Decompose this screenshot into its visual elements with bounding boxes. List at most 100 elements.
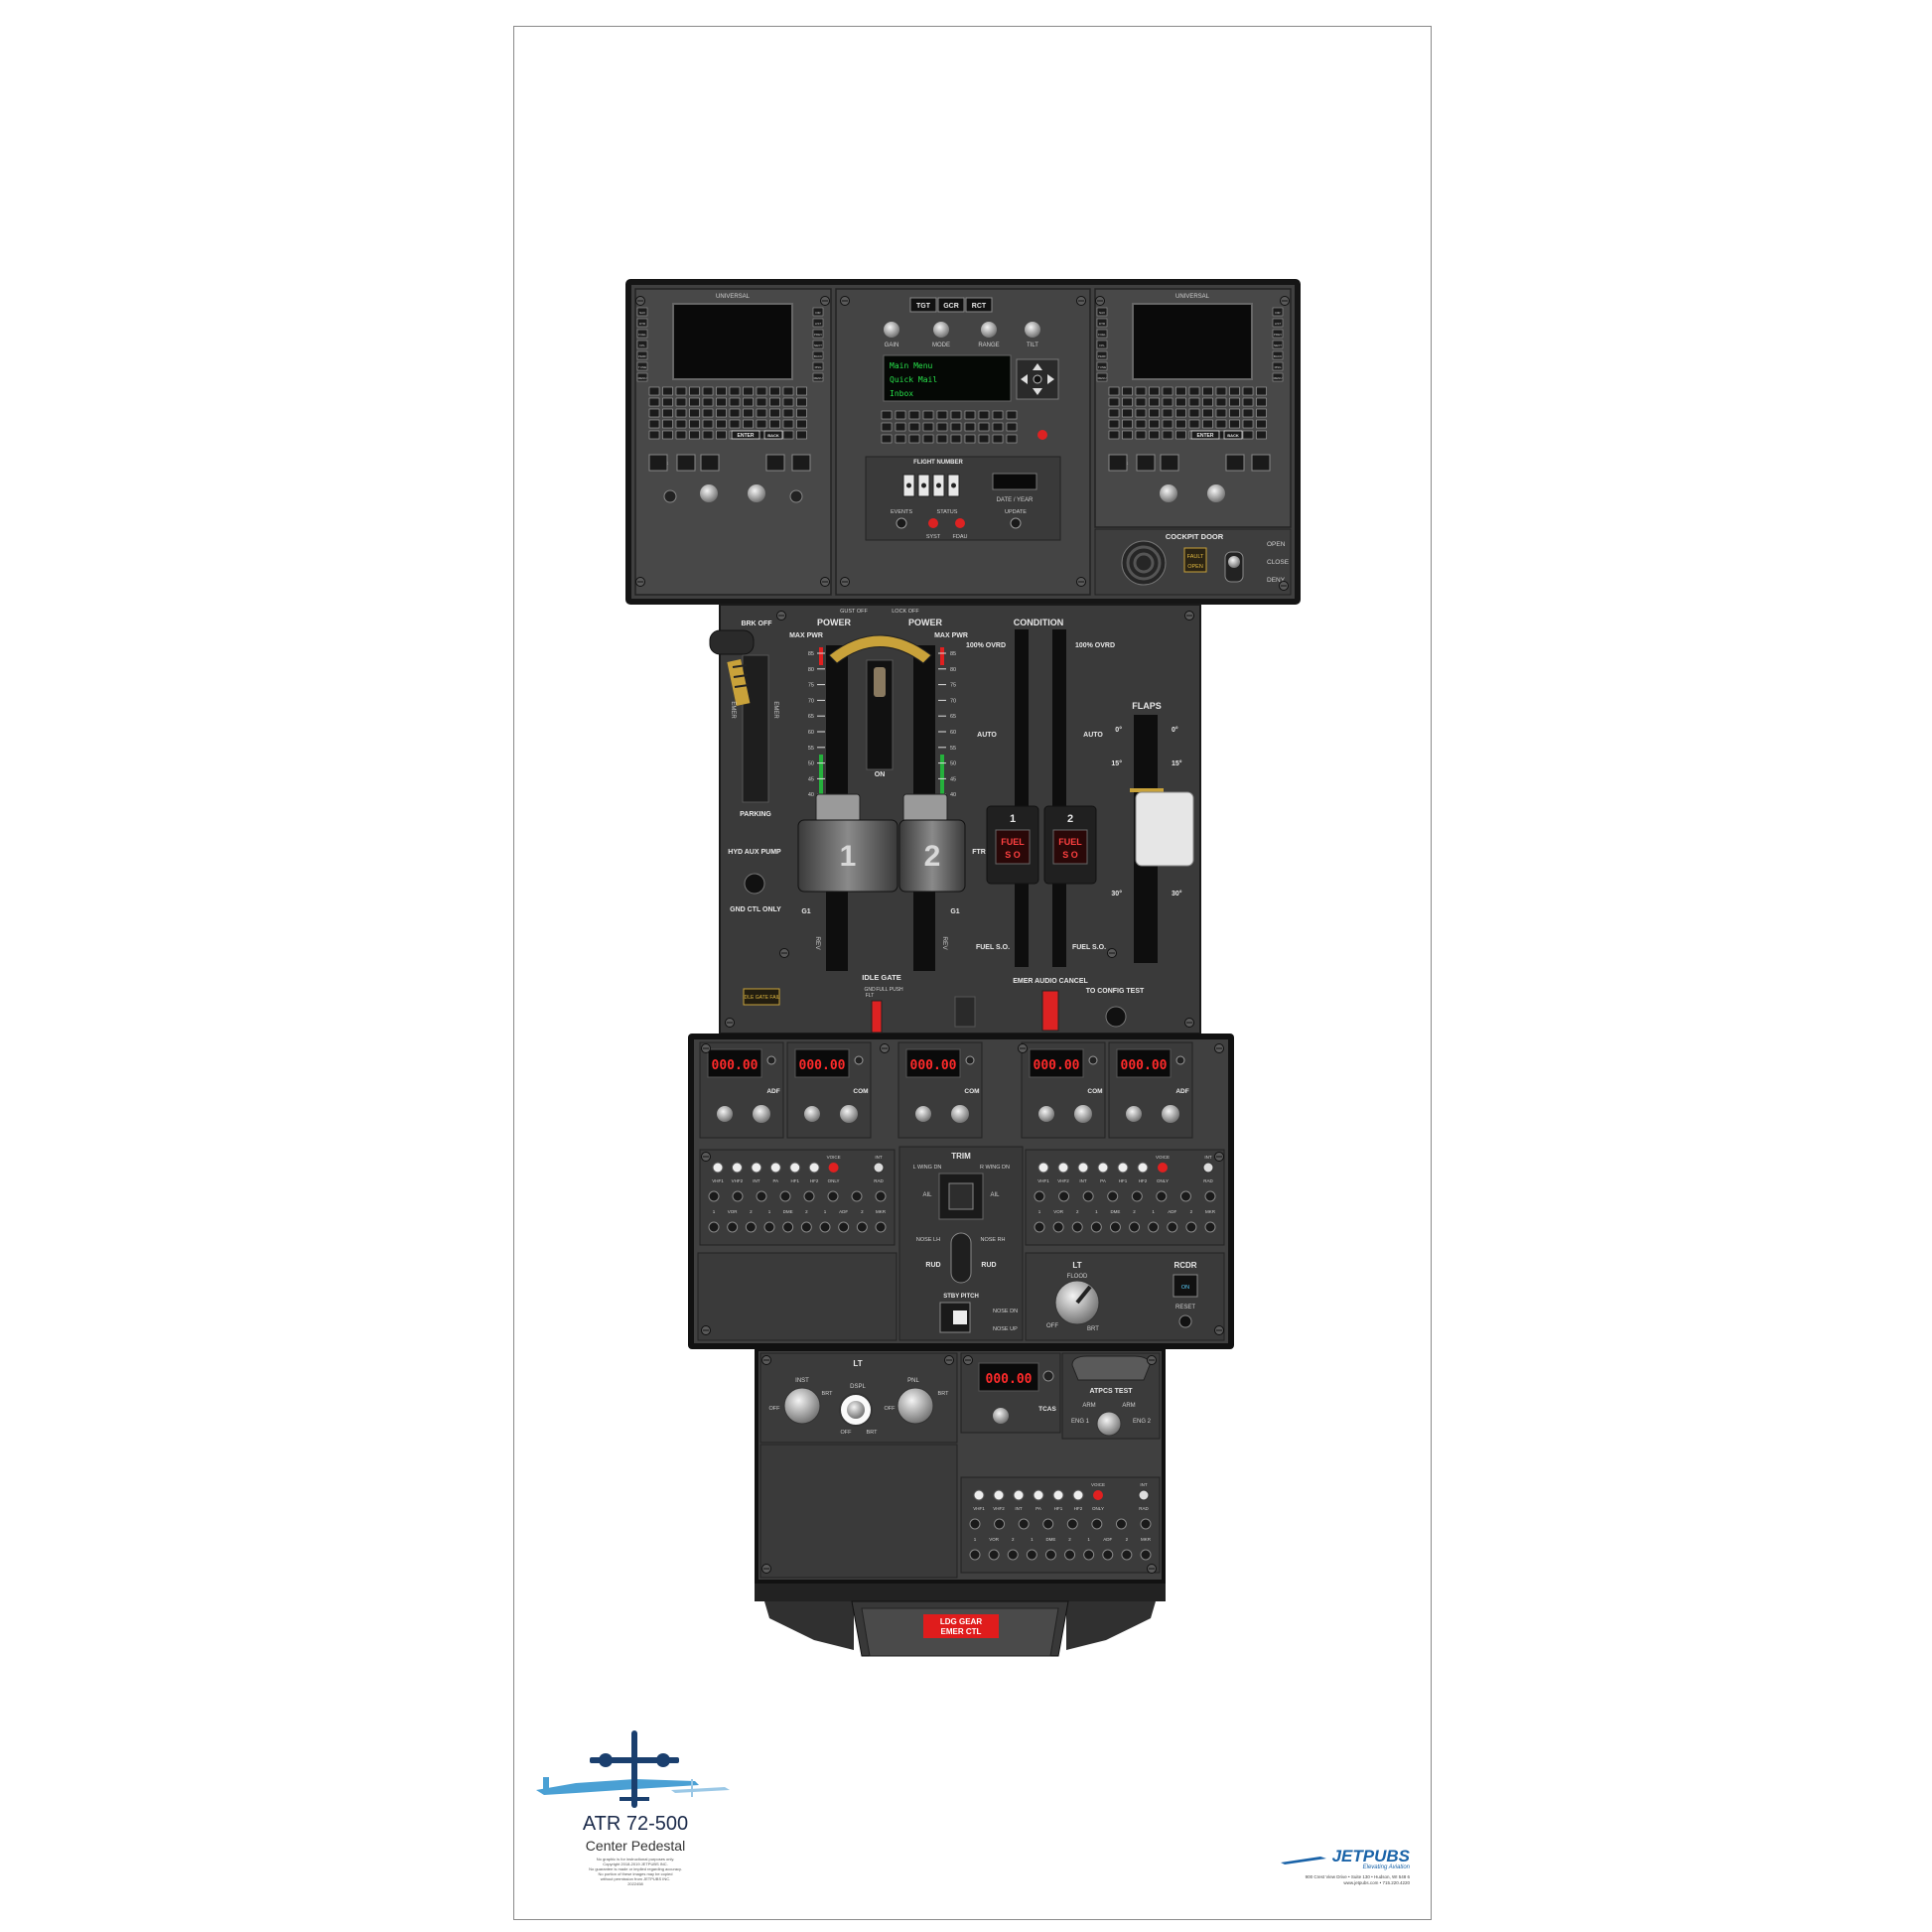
audio-volume-knob[interactable]: [779, 1190, 791, 1202]
audio-nav-knob[interactable]: [1083, 1549, 1095, 1561]
mcdu-lsk-right[interactable]: [1272, 361, 1284, 371]
datalink-key[interactable]: [922, 434, 934, 444]
mcdu-key[interactable]: [1135, 386, 1147, 396]
audio-volume-knob[interactable]: [969, 1518, 981, 1530]
datalink-key[interactable]: [881, 422, 893, 432]
gust-lock-lever[interactable]: [828, 634, 932, 664]
audio-volume-knob[interactable]: [1091, 1518, 1103, 1530]
atpcs-guard[interactable]: [1071, 1355, 1151, 1381]
mcdu-lsk-right[interactable]: [1272, 350, 1284, 360]
datalink-key[interactable]: [881, 410, 893, 420]
mcdu-key[interactable]: [769, 408, 780, 418]
mcdu-key[interactable]: [716, 408, 727, 418]
rcdr-on-button[interactable]: [1173, 1274, 1198, 1298]
rcdr-reset-button[interactable]: [1178, 1314, 1192, 1328]
audio-volume-knob[interactable]: [994, 1518, 1006, 1530]
mcdu-right-keypad[interactable]: NAVDTRFUELFPLPERFTUNEMENUDIRLISTPREVNEXT…: [1096, 307, 1284, 466]
mcdu-lsk-right[interactable]: [1272, 318, 1284, 328]
mcdu-key[interactable]: [1188, 419, 1200, 429]
audio-nav-knob[interactable]: [1129, 1221, 1141, 1233]
mcdu-key[interactable]: [662, 419, 673, 429]
mcdu-key[interactable]: [1242, 408, 1254, 418]
mcdu-key[interactable]: [1108, 408, 1120, 418]
datalink-key[interactable]: [895, 410, 906, 420]
audio-nav-knob[interactable]: [1034, 1221, 1045, 1233]
radio-transfer-button[interactable]: [1088, 1055, 1098, 1065]
mcdu-key[interactable]: [702, 430, 714, 440]
mcdu-key[interactable]: [1108, 386, 1120, 396]
audio-volume-knob[interactable]: [1066, 1518, 1078, 1530]
mcdu-key[interactable]: [1256, 386, 1267, 396]
mcdu-key[interactable]: [756, 386, 767, 396]
audio-transmit-button[interactable]: [731, 1162, 743, 1173]
datalink-key[interactable]: [964, 422, 976, 432]
audio-transmit-button[interactable]: [712, 1162, 724, 1173]
mcdu-key[interactable]: [769, 397, 780, 407]
radio-volume-knob[interactable]: [1126, 1106, 1142, 1122]
power-lever-1[interactable]: [797, 819, 898, 893]
mcdu-back-key[interactable]: [763, 430, 783, 440]
audio-nav-knob[interactable]: [1026, 1549, 1037, 1561]
tilt-knob[interactable]: [1025, 322, 1040, 338]
audio-transmit-button[interactable]: [1013, 1489, 1025, 1501]
audio-transmit-button[interactable]: [1137, 1162, 1149, 1173]
audio-nav-knob[interactable]: [988, 1549, 1000, 1561]
mcdu-key[interactable]: [1108, 397, 1120, 407]
audio-nav-knob[interactable]: [1167, 1221, 1178, 1233]
mcdu-key[interactable]: [675, 430, 687, 440]
audio-transmit-button[interactable]: [1097, 1162, 1109, 1173]
audio-volume-knob[interactable]: [875, 1190, 887, 1202]
mcdu-key[interactable]: [716, 430, 727, 440]
idle-gate-handle[interactable]: [871, 1000, 883, 1034]
radio-transfer-button[interactable]: [1175, 1055, 1185, 1065]
mcdu-key[interactable]: [1122, 386, 1133, 396]
mcdu-key[interactable]: [796, 419, 807, 429]
audio-volume-knob[interactable]: [708, 1190, 720, 1202]
tcas-knob[interactable]: [993, 1408, 1009, 1424]
mcdu-lsk-left[interactable]: [1096, 372, 1108, 382]
mcdu-key[interactable]: [1215, 397, 1227, 407]
audio-volume-knob[interactable]: [1018, 1518, 1030, 1530]
mcdu-key[interactable]: [716, 386, 727, 396]
audio-volume-knob[interactable]: [851, 1190, 863, 1202]
inst-light-knob[interactable]: [783, 1387, 821, 1425]
mcdu-left-knob-a[interactable]: [700, 484, 718, 502]
datalink-key[interactable]: [964, 410, 976, 420]
audio-volume-knob[interactable]: [1115, 1518, 1127, 1530]
mcdu-key[interactable]: [1162, 397, 1173, 407]
datalink-key[interactable]: [978, 422, 990, 432]
voice-button[interactable]: [1093, 1490, 1103, 1500]
gcr-button[interactable]: [937, 297, 965, 313]
mcdu-key[interactable]: [1242, 419, 1254, 429]
mcdu-key[interactable]: [689, 430, 700, 440]
mcdu-key[interactable]: [648, 386, 660, 396]
mcdu-key[interactable]: [648, 419, 660, 429]
radio-tuning-knob[interactable]: [951, 1105, 969, 1123]
audio-nav-knob[interactable]: [763, 1221, 775, 1233]
audio-volume-knob[interactable]: [1042, 1518, 1054, 1530]
events-button[interactable]: [896, 517, 907, 529]
mcdu-key[interactable]: [702, 397, 714, 407]
audio-transmit-button[interactable]: [1117, 1162, 1129, 1173]
update-button[interactable]: [1010, 517, 1022, 529]
audio-transmit-button[interactable]: [1072, 1489, 1084, 1501]
audio-nav-knob[interactable]: [1109, 1221, 1121, 1233]
mcdu-key[interactable]: [1188, 397, 1200, 407]
mcdu-key[interactable]: [716, 397, 727, 407]
datalink-key[interactable]: [950, 410, 962, 420]
audio-volume-knob[interactable]: [1179, 1190, 1191, 1202]
audio-transmit-button[interactable]: [1077, 1162, 1089, 1173]
datalink-key[interactable]: [992, 410, 1004, 420]
mcdu-lsk-left[interactable]: [636, 307, 648, 317]
mcdu-key[interactable]: [782, 430, 794, 440]
datalink-arrow-keys[interactable]: [1016, 358, 1059, 400]
mcdu-key[interactable]: [1242, 397, 1254, 407]
mcdu-lsk-right[interactable]: [1272, 372, 1284, 382]
audio-transmit-button[interactable]: [973, 1489, 985, 1501]
rudder-trim-knob[interactable]: [950, 1232, 972, 1284]
audio-volume-knob[interactable]: [1082, 1190, 1094, 1202]
mcdu-key[interactable]: [743, 419, 754, 429]
mcdu-lsk-left[interactable]: [636, 361, 648, 371]
mcdu-key[interactable]: [1149, 408, 1160, 418]
mcdu-key[interactable]: [1122, 419, 1133, 429]
